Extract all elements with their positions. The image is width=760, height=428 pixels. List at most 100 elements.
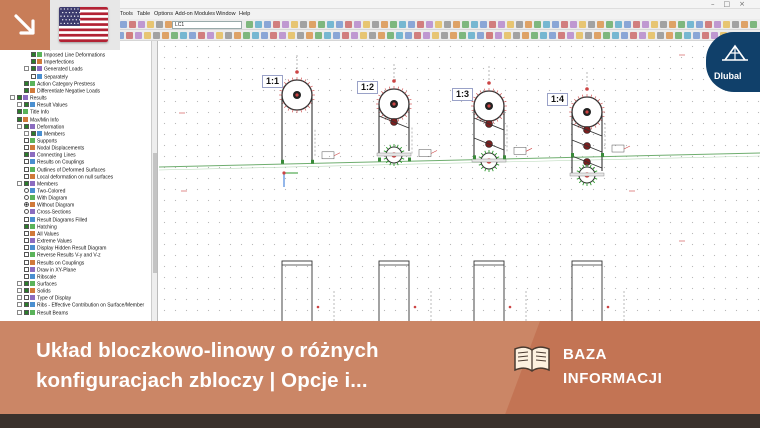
toolbar-tool-icon[interactable] <box>621 32 628 39</box>
toolbar-tool-icon[interactable] <box>666 32 673 39</box>
navigator-item[interactable]: Differentiate Negative Loads <box>24 87 100 95</box>
tree-expander-icon[interactable] <box>10 95 15 101</box>
toolbar-tool-icon[interactable] <box>261 32 268 39</box>
toolbar-tool-icon[interactable] <box>657 32 664 39</box>
radio-button[interactable] <box>24 209 29 215</box>
checkbox[interactable] <box>24 309 29 315</box>
toolbar-tool-icon[interactable] <box>189 32 196 39</box>
navigator-item[interactable]: Title Info <box>17 109 49 116</box>
toolbar-tool-icon[interactable] <box>300 21 307 28</box>
toolbar-tool-icon[interactable] <box>480 21 487 28</box>
tree-expander-icon[interactable] <box>17 295 22 301</box>
toolbar-tool-icon[interactable] <box>243 32 250 39</box>
toolbar-tool-icon[interactable] <box>441 32 448 39</box>
toolbar-tool-icon[interactable] <box>360 32 367 39</box>
navigator-item[interactable]: Supports <box>24 137 57 145</box>
toolbar-tool-icon[interactable] <box>522 32 529 39</box>
toolbar-tool-icon[interactable] <box>444 21 451 28</box>
checkbox[interactable] <box>24 180 29 186</box>
toolbar-tool-icon[interactable] <box>531 32 538 39</box>
toolbar-tool-icon[interactable] <box>561 21 568 28</box>
toolbar-tool-icon[interactable] <box>138 21 145 28</box>
toolbar-tool-icon[interactable] <box>750 21 757 28</box>
article-title[interactable]: Układ bloczkowo-linowy o różnych konfigu… <box>36 336 476 396</box>
toolbar-tool-icon[interactable] <box>516 21 523 28</box>
navigator-item[interactable]: Deformation <box>17 123 64 131</box>
toolbar-tool-icon[interactable] <box>309 21 316 28</box>
navigator-item[interactable]: Outlines of Deformed Surfaces <box>24 166 105 174</box>
checkbox[interactable] <box>24 102 29 108</box>
tree-expander-icon[interactable] <box>17 123 22 129</box>
navigator-item[interactable]: Draw in XY-Plane <box>24 266 76 274</box>
toolbar-tool-icon[interactable] <box>576 32 583 39</box>
radio-button[interactable] <box>24 188 29 193</box>
toolbar-tool-icon[interactable] <box>711 32 718 39</box>
scrollbar-thumb[interactable] <box>153 153 157 273</box>
toolbar-tool-icon[interactable] <box>234 32 241 39</box>
toolbar-tool-icon[interactable] <box>687 21 694 28</box>
navigator-item[interactable]: Result Values <box>17 102 67 109</box>
toolbar-tool-icon[interactable] <box>639 32 646 39</box>
checkbox[interactable] <box>24 266 29 272</box>
toolbar-tool-icon[interactable] <box>579 21 586 28</box>
navigator-item[interactable]: Result Beams <box>17 309 68 317</box>
navigator-item[interactable]: With Diagram <box>24 195 67 202</box>
toolbar-tool-icon[interactable] <box>462 21 469 28</box>
navigator-item[interactable]: Results <box>10 95 47 102</box>
navigator-item[interactable]: Connecting Lines <box>24 152 76 159</box>
toolbar-tool-icon[interactable] <box>675 32 682 39</box>
toolbar-tool-icon[interactable] <box>405 32 412 39</box>
toolbar-tool-icon[interactable] <box>435 21 442 28</box>
category-label[interactable]: BAZA INFORMACJI <box>563 343 662 391</box>
toolbar-tool-icon[interactable] <box>615 21 622 28</box>
toolbar-tool-icon[interactable] <box>669 21 676 28</box>
toolbar-tool-icon[interactable] <box>612 32 619 39</box>
toolbar-tool-icon[interactable] <box>273 21 280 28</box>
toolbar-tool-icon[interactable] <box>567 32 574 39</box>
tree-expander-icon[interactable] <box>17 180 22 186</box>
toolbar-tool-icon[interactable] <box>279 32 286 39</box>
toolbar-tool-icon[interactable] <box>597 21 604 28</box>
menu-item-tools[interactable]: Tools <box>120 11 133 17</box>
navigator-item[interactable]: Members <box>17 180 58 188</box>
toolbar-tool-icon[interactable] <box>603 32 610 39</box>
checkbox[interactable] <box>24 223 29 229</box>
tree-expander-icon[interactable] <box>17 102 22 108</box>
navigator-item[interactable]: Solids <box>17 288 51 295</box>
tree-expander-icon[interactable] <box>17 302 22 308</box>
toolbar-tool-icon[interactable] <box>369 32 376 39</box>
checkbox[interactable] <box>24 238 29 244</box>
checkbox[interactable] <box>24 288 29 294</box>
toolbar-tool-icon[interactable] <box>126 32 133 39</box>
navigator-item[interactable]: Without Diagram <box>24 202 74 209</box>
toolbar-tool-icon[interactable] <box>390 21 397 28</box>
tree-expander-icon[interactable] <box>17 309 22 315</box>
navigator-item[interactable]: Separately <box>31 73 68 81</box>
menu-item-add-on-modules[interactable]: Add-on Modules <box>175 11 216 17</box>
checkbox[interactable] <box>24 152 29 158</box>
checkbox[interactable] <box>31 130 36 136</box>
toolbar-tool-icon[interactable] <box>171 32 178 39</box>
checkbox[interactable] <box>24 137 29 143</box>
toolbar-tool-icon[interactable] <box>252 32 259 39</box>
toolbar-tool-icon[interactable] <box>495 32 502 39</box>
navigator-item[interactable]: Generated Loads <box>24 66 83 73</box>
toolbar-tool-icon[interactable] <box>387 32 394 39</box>
toolbar-tool-icon[interactable] <box>477 32 484 39</box>
checkbox[interactable] <box>24 273 29 279</box>
navigator-item[interactable]: Type of Display <box>17 295 71 302</box>
toolbar-tool-icon[interactable] <box>129 21 136 28</box>
toolbar-tool-icon[interactable] <box>732 21 739 28</box>
toolbar-tool-icon[interactable] <box>246 21 253 28</box>
navigator-item[interactable]: Ribs - Effective Contribution on Surface… <box>17 302 144 309</box>
toolbar-tool-icon[interactable] <box>468 32 475 39</box>
dlubal-logo[interactable]: Dlubal <box>706 32 760 92</box>
checkbox[interactable] <box>24 230 29 236</box>
toolbar-tool-icon[interactable] <box>315 32 322 39</box>
toolbar-tool-icon[interactable] <box>678 21 685 28</box>
toolbar-tool-icon[interactable] <box>705 21 712 28</box>
checkbox[interactable] <box>24 295 29 301</box>
toolbar-tool-icon[interactable] <box>198 32 205 39</box>
toolbar-tool-icon[interactable] <box>147 21 154 28</box>
checkbox[interactable] <box>24 159 29 165</box>
